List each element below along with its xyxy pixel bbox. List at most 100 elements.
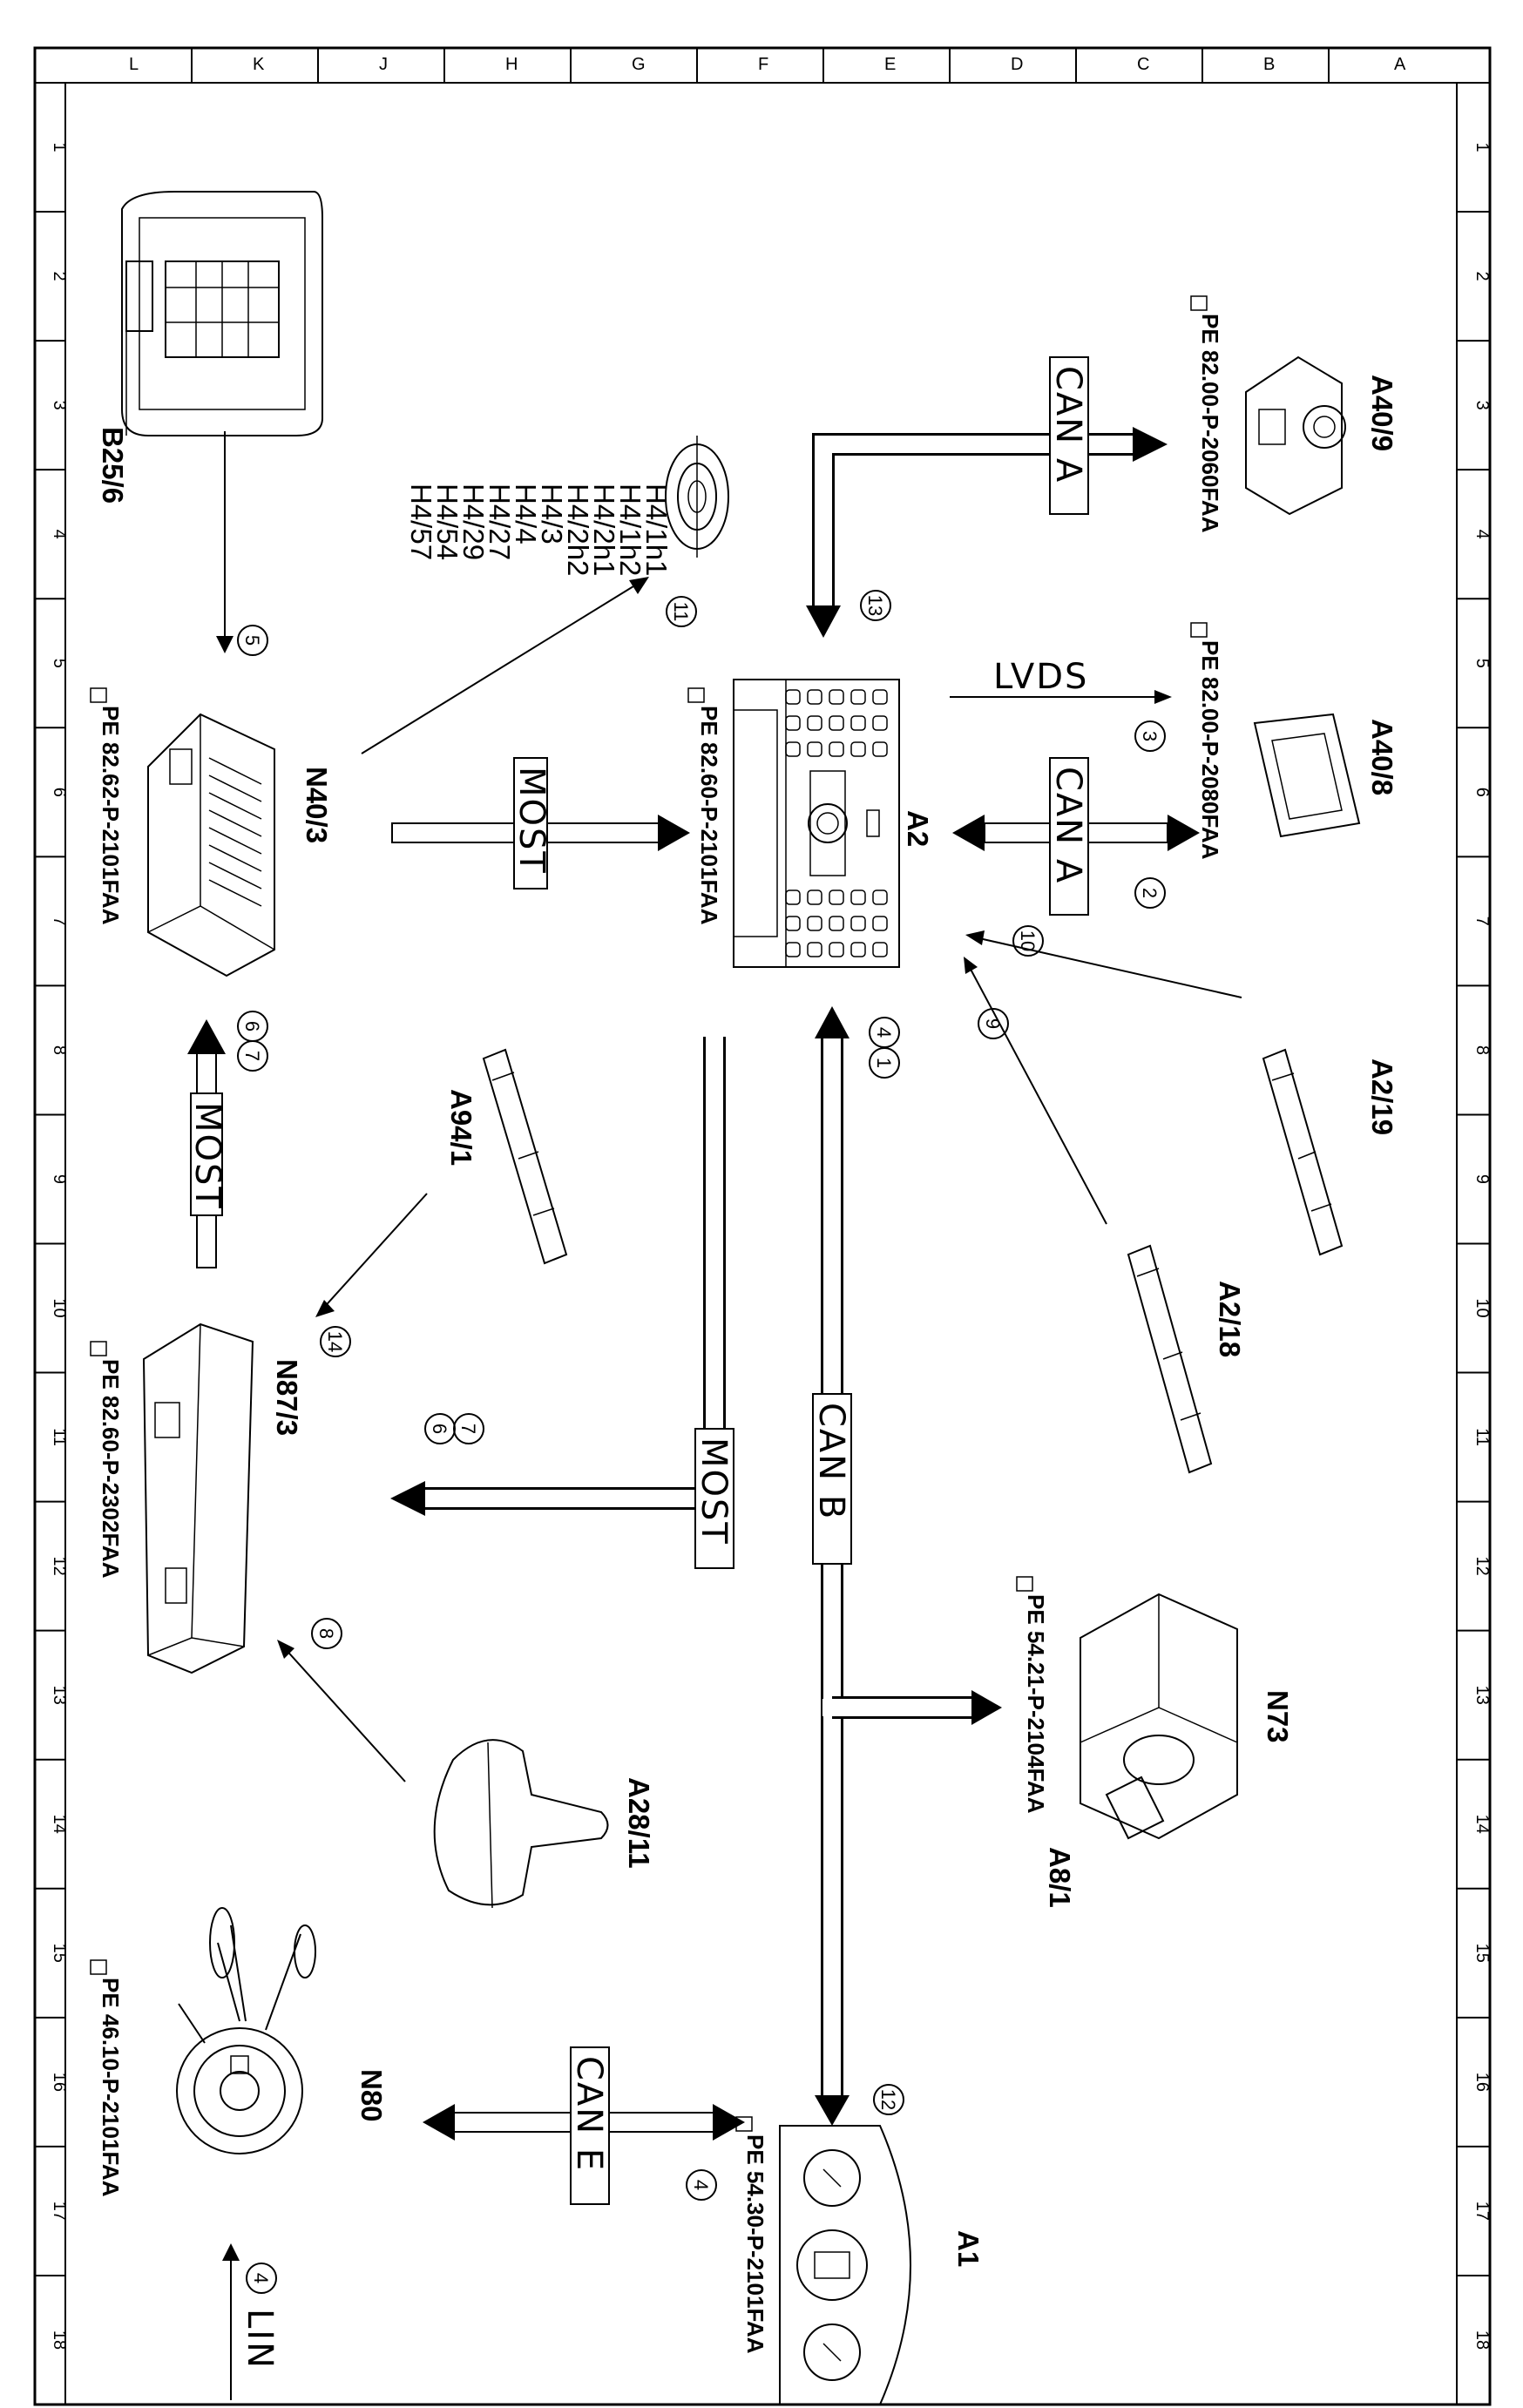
speaker-label: H4/29 (457, 484, 490, 560)
grid-number: 17 (1472, 2202, 1492, 2221)
label-a40-9: A40/9 (1366, 375, 1398, 451)
component-speaker-h4 (665, 436, 729, 558)
component-a40-9: A40/9 PE 82.00-P-2060FAA (1190, 295, 1398, 533)
speaker-label: H4/1h1 (640, 484, 673, 576)
ref-a1: PE 54.30-P-2101FAA (742, 2134, 768, 2354)
component-a1: A1 PE 54.30-P-2101FAA (735, 2116, 985, 2405)
callout: 11 (670, 602, 692, 622)
bus-label: CAN B (811, 1403, 851, 1520)
grid-number: 7 (50, 917, 69, 926)
ref-a2: PE 82.60-P-2101FAA (696, 706, 722, 925)
grid-number: 4 (1472, 530, 1492, 539)
label-a1: A1 (952, 2230, 985, 2267)
component-n40-3: N40/3 PE 82.62-P-2101FAA (90, 687, 333, 977)
grid-letter: E (884, 55, 896, 74)
bus-can-e: CAN E (423, 2046, 745, 2205)
ref-book-icon (1190, 295, 1208, 311)
grid-number: 14 (50, 1815, 69, 1834)
bus-label: MOST (511, 767, 552, 875)
grid-number: 2 (1472, 272, 1492, 281)
bus-label: MOST (187, 1102, 227, 1210)
grid-number: 3 (1472, 401, 1492, 410)
grid-number: 9 (1472, 1174, 1492, 1184)
label-n87-3: N87/3 (271, 1359, 303, 1436)
speaker-label: H4/2h1 (588, 484, 620, 576)
callout: 8 (315, 1628, 337, 1639)
arrow-a2-19-to-a2 (971, 936, 1242, 998)
grid-letter: J (379, 55, 388, 74)
callout: 14 (324, 1331, 346, 1352)
grid-number: 16 (1472, 2073, 1492, 2092)
label-n40-3: N40/3 (301, 767, 333, 843)
speaker-label: H4/2h2 (562, 484, 594, 576)
grid-number: 1 (50, 142, 69, 152)
arrow-a94-1-to-n87-3 (320, 1193, 428, 1312)
grid-number: 11 (50, 1428, 69, 1446)
component-a40-8: A40/8 PE 82.00-P-2080FAA (1190, 622, 1398, 860)
ref-a40-8: PE 82.00-P-2080FAA (1197, 640, 1223, 860)
callout: 2 (1139, 888, 1161, 898)
grid-number: 8 (50, 1045, 69, 1055)
grid-number: 16 (50, 2073, 69, 2092)
callout: 7 (457, 1424, 479, 1434)
label-a40-8: A40/8 (1366, 719, 1398, 795)
frame (33, 46, 1492, 2406)
component-n80: N80 PE 46.10-P-2101FAA (90, 1907, 388, 2197)
grid-number: 5 (50, 659, 69, 668)
grid-number: 6 (1472, 788, 1492, 797)
ref-book-icon (90, 687, 107, 703)
grid-number: 15 (50, 1944, 69, 1963)
component-n87-3: N87/3 PE 82.60-P-2302FAA (90, 1322, 303, 1674)
grid-number: 10 (50, 1298, 69, 1317)
bus-most-n40: MOST (391, 757, 690, 889)
callout: 7 (241, 1051, 263, 1061)
grid-number: 12 (1472, 1557, 1492, 1576)
ref-a40-9: PE 82.00-P-2060FAA (1197, 314, 1223, 533)
speaker-label: H4/57 (405, 484, 437, 560)
callout: 3 (1139, 731, 1161, 741)
svg-text:5: 5 (241, 635, 263, 646)
bus-lvds: LVDS (950, 657, 1172, 704)
label-n73: N73 (1262, 1690, 1294, 1743)
label-a8-1: A8/1 (1044, 1847, 1076, 1908)
grid-number: 9 (50, 1174, 69, 1184)
callout: 1 (873, 1058, 895, 1068)
label-n80: N80 (355, 2069, 388, 2122)
label-a2-18: A2/18 (1214, 1281, 1246, 1357)
speaker-label: H4/1h2 (614, 484, 646, 576)
component-b25-6: B25/6 (97, 191, 323, 504)
callout: 10 (1017, 930, 1039, 951)
grid-number: 13 (50, 1686, 69, 1705)
component-a94-1: A94/1 (445, 1048, 568, 1265)
grid-number: 15 (1472, 1944, 1492, 1963)
label-a2: A2 (902, 810, 934, 847)
ref-book-icon (90, 1959, 107, 1975)
bus-label: MOST (694, 1437, 734, 1546)
callout: 6 (241, 1021, 263, 1032)
grid-number: 18 (1472, 2330, 1492, 2350)
grid-number: 10 (1472, 1298, 1492, 1317)
bus-label: LVDS (993, 657, 1088, 697)
ref-n40-3: PE 82.62-P-2101FAA (98, 706, 124, 925)
grid-number: 8 (1472, 1045, 1492, 1055)
ref-n73: PE 54.21-P-2104FAA (1023, 1594, 1049, 1814)
grid-number: 4 (50, 530, 69, 539)
grid-letter: H (505, 55, 518, 74)
bus-can-a-top: CAN A (806, 356, 1168, 638)
speaker-label: H4/27 (484, 484, 516, 560)
callout: 12 (877, 2089, 899, 2110)
ref-book-icon (90, 1341, 107, 1356)
grid-number: 3 (50, 401, 69, 410)
callout: 9 (982, 1018, 1004, 1029)
bus-label: LIN (240, 2309, 280, 2370)
grid-number: 2 (50, 272, 69, 281)
callout (237, 625, 268, 656)
label-a28-11: A28/11 (623, 1777, 655, 1869)
speaker-label: H4/54 (431, 484, 464, 560)
speaker-label-list: H4/1h1 H4/1h2 H4/2h1 H4/2h2 H4/3 H4/4 H4… (405, 484, 673, 576)
label-a94-1: A94/1 (445, 1089, 477, 1166)
component-a2: A2 PE 82.60-P-2101FAA (687, 679, 934, 968)
component-a2-18: A2/18 (1127, 1244, 1246, 1474)
